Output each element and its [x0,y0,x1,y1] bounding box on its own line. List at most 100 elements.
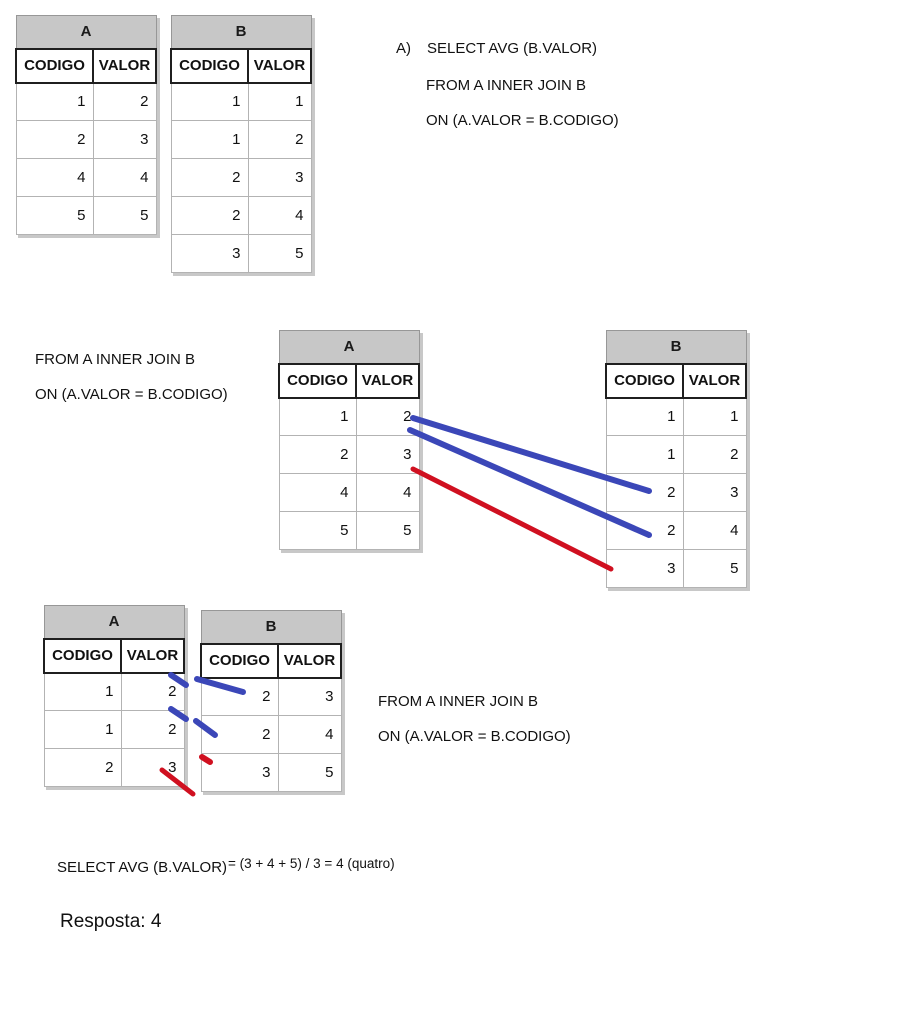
result-answer: Resposta: 4 [60,911,162,932]
table-a-title: A [278,330,420,364]
header-codigo: CODIGO [605,362,684,399]
table-row: 1 1 [605,397,747,436]
cell-codigo: 2 [200,677,279,716]
cell-codigo: 1 [43,672,122,711]
table-row: 3 5 [605,549,747,588]
cell-codigo: 3 [605,549,684,588]
cell-valor: 5 [277,753,342,792]
cell-valor: 4 [92,158,157,197]
result-calculation: = (3 + 4 + 5) / 3 = 4 (quatro) [228,856,395,871]
cell-valor: 4 [682,511,747,550]
cell-codigo: 2 [170,158,249,197]
table-row: 1 2 [278,397,420,436]
table-b-title: B [170,15,312,49]
join-line-a3-to-b3 [410,466,614,572]
header-codigo: CODIGO [200,642,279,679]
query-line-select: A) SELECT AVG (B.VALOR) [396,40,597,57]
table-b-title: B [200,610,342,644]
query-line-from: FROM A INNER JOIN B [426,77,587,94]
table-row: 3 5 [200,753,342,792]
table-row: 1 2 [43,672,185,711]
table-row: 1 2 [170,120,312,159]
table-row: 1 2 [605,435,747,474]
cell-codigo: 5 [278,511,357,550]
query-line-on: ON (A.VALOR = B.CODIGO) [426,112,619,129]
cell-codigo: 1 [170,82,249,121]
table-row: 1 2 [15,82,157,121]
bottom-annotation-on: ON (A.VALOR = B.CODIGO) [378,728,571,745]
cell-valor: 4 [247,196,312,235]
table-row: 2 3 [170,158,312,197]
table-b-join-source: B CODIGO VALOR 1 1 1 2 2 3 2 4 3 [605,330,747,588]
table-row: 2 3 [278,435,420,474]
cell-codigo: 1 [605,397,684,436]
table-row: 2 4 [605,511,747,550]
table-b-original: B CODIGO VALOR 1 1 1 2 2 3 2 4 3 [170,15,312,273]
mid-annotation-from: FROM A INNER JOIN B [35,351,196,368]
header-codigo: CODIGO [278,362,357,399]
cell-codigo: 2 [15,120,94,159]
cell-codigo: 3 [200,753,279,792]
table-b-joined-result: B CODIGO VALOR 2 3 2 4 3 5 [200,610,342,792]
cell-valor: 2 [682,435,747,474]
header-valor: VALOR [92,47,157,84]
header-valor: VALOR [247,47,312,84]
cell-codigo: 1 [170,120,249,159]
cell-codigo: 2 [605,473,684,512]
cell-codigo: 1 [605,435,684,474]
mid-annotation-on: ON (A.VALOR = B.CODIGO) [35,386,228,403]
cell-codigo: 1 [43,710,122,749]
cell-codigo: 5 [15,196,94,235]
table-row: 5 5 [15,196,157,235]
query-item-label: A) [396,40,411,57]
query-select-text: SELECT AVG (B.VALOR) [427,40,598,57]
table-a-joined-result: A CODIGO VALOR 1 2 1 2 2 3 [43,605,185,787]
cell-valor: 3 [682,473,747,512]
cell-valor: 1 [247,82,312,121]
header-valor: VALOR [355,362,420,399]
cell-codigo: 4 [278,473,357,512]
table-row: 3 5 [170,234,312,273]
table-row: 2 3 [200,677,342,716]
table-row: 1 1 [170,82,312,121]
cell-valor: 5 [682,549,747,588]
cell-valor: 3 [247,158,312,197]
header-codigo: CODIGO [43,637,122,674]
header-valor: VALOR [682,362,747,399]
table-row: 2 3 [15,120,157,159]
cell-valor: 2 [120,672,185,711]
table-a-join-source: A CODIGO VALOR 1 2 2 3 4 4 5 5 [278,330,420,550]
table-row: 4 4 [278,473,420,512]
result-select-text: SELECT AVG (B.VALOR) [57,859,228,876]
cell-valor: 5 [247,234,312,273]
cell-valor: 3 [120,748,185,787]
table-row: 1 2 [43,710,185,749]
cell-valor: 2 [92,82,157,121]
cell-valor: 1 [682,397,747,436]
cell-valor: 2 [247,120,312,159]
table-row: 2 4 [200,715,342,754]
header-valor: VALOR [277,642,342,679]
cell-valor: 4 [277,715,342,754]
cell-codigo: 2 [170,196,249,235]
table-a-title: A [15,15,157,49]
cell-codigo: 2 [200,715,279,754]
cell-codigo: 1 [15,82,94,121]
cell-codigo: 4 [15,158,94,197]
table-row: 5 5 [278,511,420,550]
cell-codigo: 2 [43,748,122,787]
table-b-title: B [605,330,747,364]
cell-codigo: 3 [170,234,249,273]
cell-valor: 2 [120,710,185,749]
cell-valor: 4 [355,473,420,512]
table-a-title: A [43,605,185,639]
table-row: 2 3 [605,473,747,512]
cell-codigo: 2 [278,435,357,474]
cell-valor: 3 [277,677,342,716]
header-codigo: CODIGO [15,47,94,84]
header-valor: VALOR [120,637,185,674]
cell-valor: 3 [92,120,157,159]
cell-valor: 5 [355,511,420,550]
bottom-annotation-from: FROM A INNER JOIN B [378,693,539,710]
